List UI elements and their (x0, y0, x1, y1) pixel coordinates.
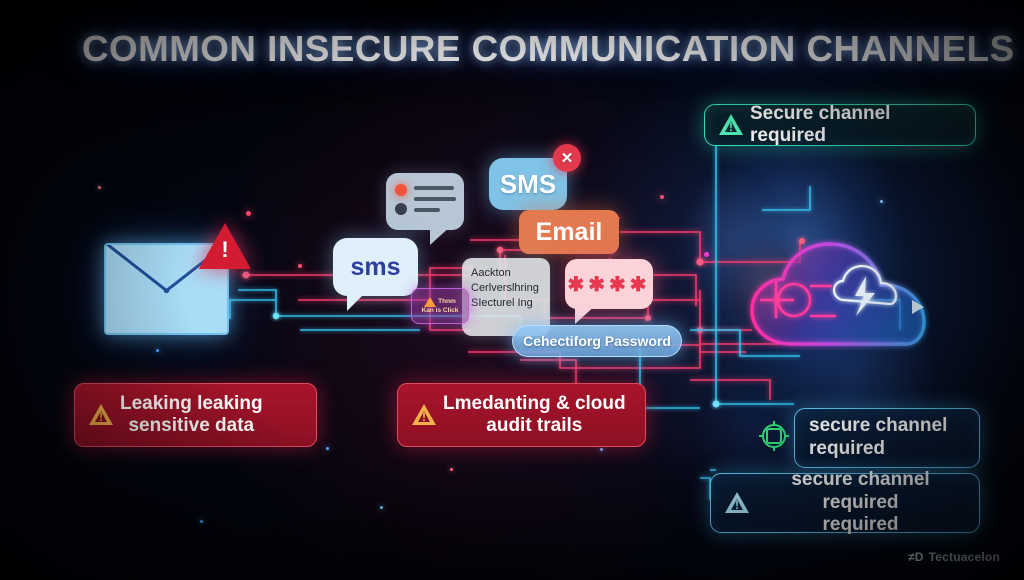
password-field-pill[interactable]: Cehectiforg Password (512, 325, 682, 357)
secure-top-label: Secure channel required (750, 103, 891, 146)
chat-bubble-content (386, 173, 464, 230)
particle (298, 264, 302, 268)
sms-bubble-lower-label: sms (350, 252, 401, 281)
note-card-line-1: Aackton (471, 267, 511, 279)
secure-channel-required-middle[interactable]: secure channel required (794, 408, 980, 468)
masked-password-stars: ✱✱✱✱ (567, 273, 651, 296)
sms-bubble-upper[interactable]: SMS ✕ (489, 144, 581, 225)
alert-leaking-line-2: sensitive data (128, 415, 255, 436)
alert-audit-text: Lmedanting & cloud audit trails (443, 393, 626, 438)
warning-exclamation: ! (221, 237, 229, 262)
watermark: ≠D Tectuacelon (908, 550, 1000, 564)
particle (156, 349, 159, 352)
chat-avatar-idle (395, 203, 407, 215)
particle (450, 468, 453, 471)
secure-middle-line-2: required (809, 438, 886, 459)
warning-triangle-icon: ! (725, 492, 749, 514)
warning-triangle-icon (424, 297, 437, 308)
particle (98, 186, 101, 189)
email-badge[interactable]: Email (519, 210, 619, 254)
particle (600, 448, 603, 451)
alert-leaking-sensitive-data[interactable]: ! Leaking leaking sensitive data (74, 383, 317, 447)
secure-bottom-text: secure channel required required (756, 469, 965, 537)
masked-password-tail (575, 304, 597, 324)
alert-leaking-text: Leaking leaking sensitive data (120, 393, 263, 438)
mini-warning-line-2: Kan is Click (421, 307, 459, 315)
watermark-mark: ≠D (908, 550, 924, 564)
note-card-line-3: SIecturel Ing (471, 296, 533, 309)
secure-bottom-line-1: secure channel required (791, 468, 930, 513)
envelope-icon: ! (104, 223, 251, 335)
alert-leaking-line-1: Leaking leaking (120, 392, 263, 414)
background-smoke (640, 130, 820, 350)
particle (246, 211, 251, 216)
sms-bubble-lower-tail (347, 289, 369, 311)
mini-warning-badge: Thnm Kan is Click (411, 288, 469, 324)
warning-triangle-icon: ! (199, 223, 251, 269)
warning-triangle-icon: ! (412, 404, 436, 426)
chat-bubble-icon (386, 173, 464, 245)
alert-audit-line-2: audit trails (486, 415, 583, 436)
chat-bubble-tail (430, 225, 452, 245)
warning-triangle-icon: ! (89, 404, 113, 426)
chat-line (414, 208, 440, 212)
chat-line (414, 197, 456, 201)
particle (326, 447, 329, 450)
particle (200, 520, 203, 523)
secure-bottom-line-2: required (822, 514, 899, 536)
network-node-icon (759, 421, 789, 451)
close-x-icon[interactable]: ✕ (553, 144, 581, 172)
secure-middle-line-1: secure channel (809, 415, 948, 437)
sms-bubble-upper-label: SMS (499, 168, 557, 199)
warning-triangle-icon: ! (719, 114, 743, 136)
chat-avatar-active (395, 184, 407, 196)
note-card-line-2: Cerlverslhring (471, 281, 539, 294)
alert-audit-line-1: Lmedanting & cloud (443, 392, 626, 414)
mini-warning-top: Thnm (424, 297, 456, 308)
email-badge-label: Email (535, 217, 603, 246)
sms-bubble-lower[interactable]: sms (333, 238, 418, 311)
watermark-label: Tectuacelon (928, 550, 1000, 564)
mini-warning-line-1: Thnm (438, 298, 456, 306)
secure-middle-text: secure channel required (809, 415, 947, 461)
secure-channel-required-bottom[interactable]: ! secure channel required required (710, 469, 980, 535)
particle (380, 506, 383, 509)
password-field-label: Cehectiforg Password (523, 333, 671, 349)
masked-password-bubble: ✱✱✱✱ (565, 259, 653, 324)
page-title: COMMON INSECURE COMMUNICATION CHANNELS (82, 28, 1015, 69)
alert-cloud-audit-trails[interactable]: ! Lmedanting & cloud audit trails (397, 383, 646, 447)
chat-line (414, 186, 454, 190)
secure-channel-required-top[interactable]: ! Secure channel required (704, 103, 976, 146)
